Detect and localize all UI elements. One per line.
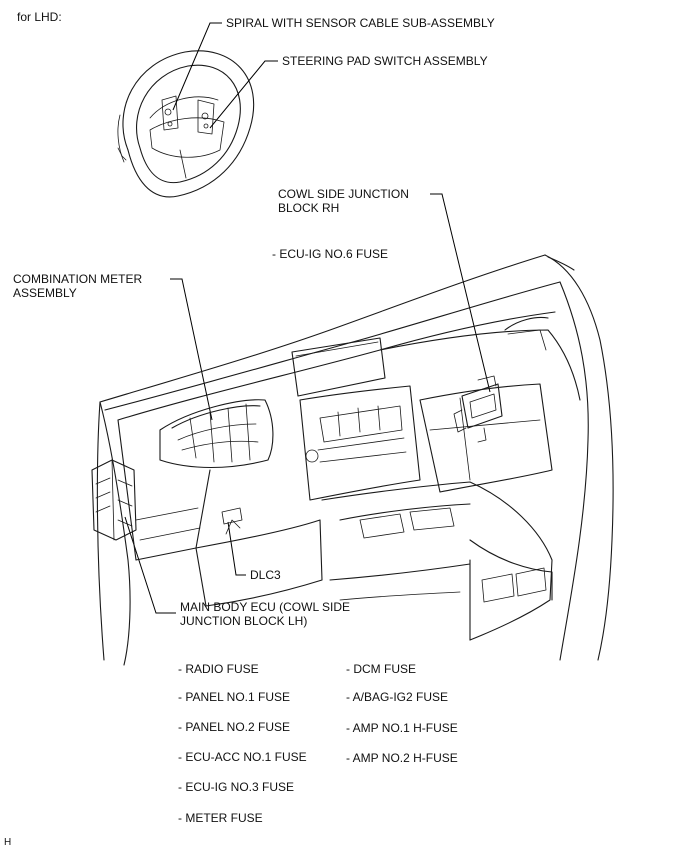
callout-main-body-ecu-line1: MAIN BODY ECU (COWL SIDE bbox=[180, 600, 351, 614]
dashboard-illustration bbox=[91, 254, 614, 666]
callout-dlc3: DLC3 bbox=[250, 568, 281, 582]
callout-cowl-side-junction-rh-line2: BLOCK RH bbox=[278, 201, 340, 215]
fuse-list-item: - ECU-ACC NO.1 FUSE bbox=[178, 750, 307, 764]
fuse-list-item: - AMP NO.1 H-FUSE bbox=[346, 721, 458, 735]
fuse-list-item: - PANEL NO.1 FUSE bbox=[178, 690, 291, 704]
callout-steering-pad-switch: STEERING PAD SWITCH ASSEMBLY bbox=[282, 54, 488, 68]
fuse-list-item: - PANEL NO.2 FUSE bbox=[178, 720, 291, 734]
callout-combination-meter-line1: COMBINATION METER bbox=[13, 272, 143, 286]
callout-combination-meter-line2: ASSEMBLY bbox=[13, 286, 77, 300]
fuse-list-item: - DCM FUSE bbox=[346, 662, 416, 676]
callout-cowl-side-junction-rh-line1: COWL SIDE JUNCTION bbox=[278, 187, 409, 201]
fuse-ecu-ig-no6: - ECU-IG NO.6 FUSE bbox=[272, 247, 389, 261]
fuse-list-item: - RADIO FUSE bbox=[178, 662, 259, 676]
fuse-list-item: - METER FUSE bbox=[178, 811, 263, 825]
fuse-list-item: - A/BAG-IG2 FUSE bbox=[346, 690, 449, 704]
callout-main-body-ecu-line2: JUNCTION BLOCK LH) bbox=[180, 614, 308, 628]
callout-spiral-with-sensor-cable: SPIRAL WITH SENSOR CABLE SUB-ASSEMBLY bbox=[226, 16, 495, 30]
figure-code: H bbox=[4, 837, 12, 848]
fuse-list-item: - ECU-IG NO.3 FUSE bbox=[178, 780, 295, 794]
fuse-list-item: - AMP NO.2 H-FUSE bbox=[346, 751, 458, 765]
steering-wheel-illustration bbox=[117, 50, 255, 198]
variant-label: for LHD: bbox=[17, 10, 62, 24]
